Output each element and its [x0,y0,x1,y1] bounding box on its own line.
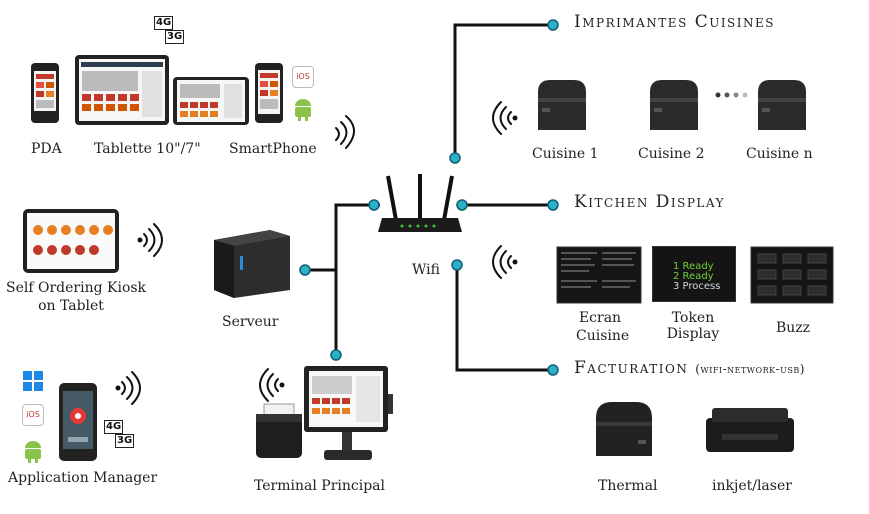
kitchen-printer-2-icon [650,80,698,130]
label-ecran-line1: Ecran [578,310,622,326]
label-thermal: Thermal [598,478,658,494]
node-terminal [330,349,342,361]
node-facturation-end [547,364,559,376]
tablet-large-icon [75,55,169,125]
node-kitchen-printers-start [449,152,461,164]
badge-3g-app-manager: 3G [115,434,135,448]
android-icon-app-manager [25,441,41,463]
badge-4g-app-manager: 4G [104,420,124,434]
wifi-signal-smartphone [335,115,355,149]
node-kitchen-display-end [547,199,559,211]
wifi-router-icon [378,174,462,232]
label-pda: PDA [31,141,62,157]
pda-device-icon [31,63,59,123]
kitchen-printer-1-icon [538,80,586,130]
pos-terminal-icon [304,366,393,460]
ios-icon-app-manager: iOS [22,404,44,426]
inkjet-printer-icon [706,408,794,452]
smartphone-device-icon [255,63,283,123]
node-router-left [368,199,380,211]
buzz-screen-icon [750,246,834,304]
label-ecran-line2: Cuisine [576,328,630,344]
label-smartphone: SmartPhone [229,141,317,157]
token-line-3: 3 Process [673,281,721,292]
label-tablette: Tablette 10"/7" [94,141,201,157]
label-inkjet: inkjet/laser [712,478,792,494]
label-token-line2: Display [666,326,720,342]
label-cuisinen: Cuisine n [746,146,813,162]
label-app-manager: Application Manager [8,470,158,486]
label-buzz: Buzz [776,320,811,336]
badge-4g: 4G [154,16,174,30]
node-kitchen-display-start [456,199,468,211]
wifi-signal-printers [492,101,518,135]
windows-icon [23,371,43,391]
label-token-line1: Token [671,310,715,326]
token-display-screen: 1 Ready 2 Ready 3 Process [652,246,736,302]
label-serveur: Serveur [222,314,279,330]
section-facturation-note: (wifi-network-usb) [695,362,805,376]
label-terminal: Terminal Principal [254,478,385,494]
wire-router-to-kitchen-printers [453,23,553,158]
section-facturation: Facturation (wifi-network-usb) [574,358,805,378]
badge-3g: 3G [165,30,185,44]
server-tower-icon [214,230,290,298]
token-line-2: 2 Ready [673,271,714,282]
android-icon [295,99,311,121]
section-imprimantes: Imprimantes Cuisines [574,12,775,32]
node-server [299,264,311,276]
label-cuisine2: Cuisine 2 [638,146,705,162]
ellipsis-dots [715,92,748,98]
ios-icon: iOS [292,66,314,88]
wifi-signal-kiosk [137,223,163,257]
node-facturation-start [451,259,463,271]
section-kitchen-display: Kitchen Display [574,192,725,212]
receipt-printer-icon [256,403,302,458]
label-wifi: Wifi [412,262,440,278]
label-kiosk-line1: Self Ordering Kiosk [6,280,147,296]
wifi-signal-kitchen-display [492,245,518,279]
label-cuisine1: Cuisine 1 [532,146,599,162]
wifi-signal-app-manager [115,371,141,405]
node-kitchen-printers-end [547,19,559,31]
label-kiosk-line2: on Tablet [38,298,104,314]
kitchen-printer-n-icon [758,80,806,130]
wifi-signal-terminal [259,368,285,402]
wire-router-to-facturation [455,265,553,372]
manager-phone-icon [59,383,97,461]
kiosk-tablet-icon [23,209,119,273]
thermal-printer-icon [596,402,652,456]
tablet-small-icon [173,77,249,125]
ecran-cuisine-screen-icon [556,246,642,304]
section-facturation-title: Facturation [574,358,689,378]
wire-server-to-router [305,203,380,272]
token-line-1: 1 Ready [673,261,714,272]
